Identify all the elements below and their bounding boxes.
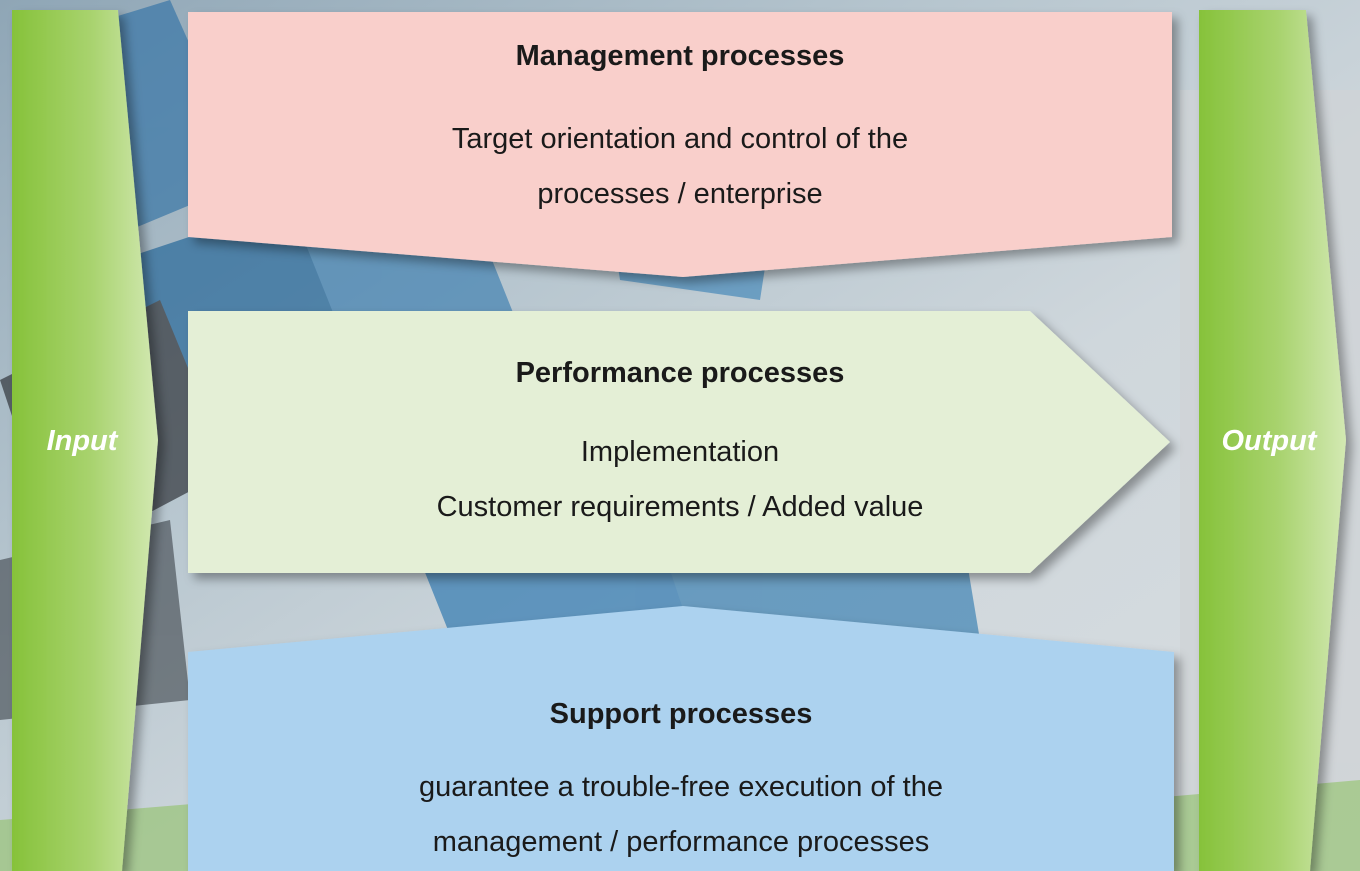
support-title: Support processes <box>549 698 813 730</box>
support-line-2: management / performance processes <box>432 826 930 858</box>
output-arrow <box>1199 10 1346 871</box>
management-line-2: processes / enterprise <box>537 178 823 210</box>
performance-arrow <box>188 311 1170 573</box>
management-line-1: Target orientation and control of the <box>451 123 909 155</box>
performance-line-2: Customer requirements / Added value <box>436 491 924 523</box>
support-line-1: guarantee a trouble-free execution of th… <box>419 771 943 803</box>
output-label: Output <box>1221 425 1317 457</box>
support-arrow <box>188 606 1174 871</box>
management-arrow <box>188 12 1172 277</box>
performance-title: Performance processes <box>515 357 845 389</box>
performance-line-1: Implementation <box>580 436 780 468</box>
input-label: Input <box>46 425 118 457</box>
management-title: Management processes <box>515 40 845 72</box>
input-arrow <box>12 10 158 871</box>
